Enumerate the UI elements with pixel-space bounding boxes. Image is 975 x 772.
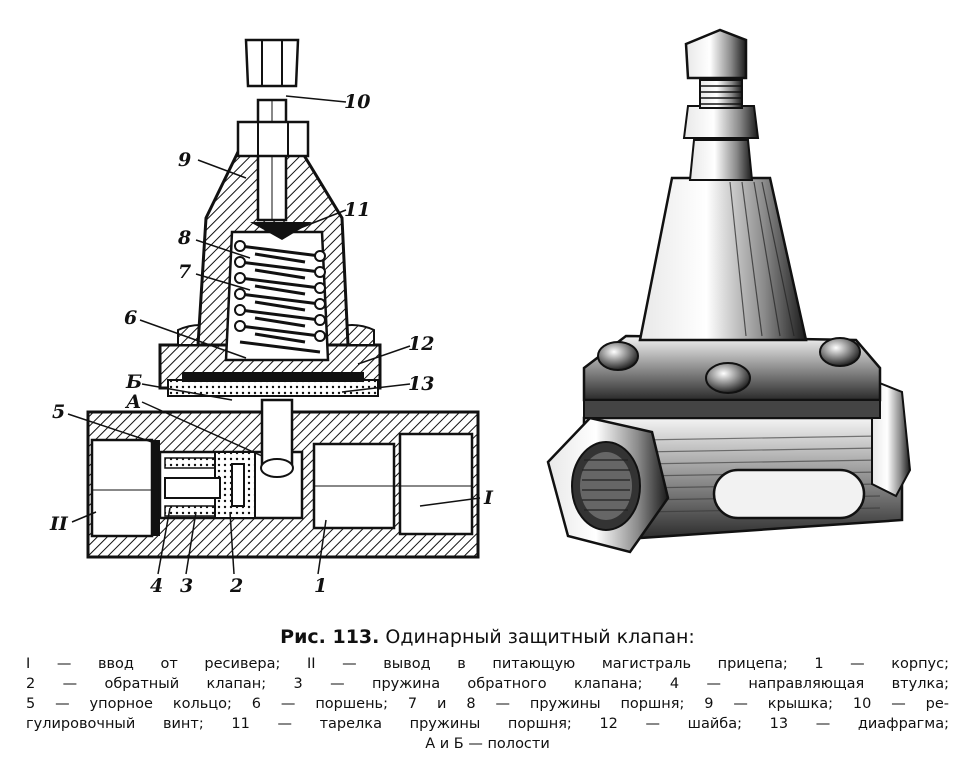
callout-12: 12 [408, 333, 434, 355]
callout-1: 1 [314, 575, 327, 597]
callout-10: 10 [344, 91, 370, 113]
cross-section [67, 38, 481, 575]
callout-6: 6 [124, 307, 137, 329]
callout-11: 11 [344, 199, 370, 221]
callout-8: 8 [177, 227, 191, 249]
legend-line: гулировочный винт; 11 — тарелка пружины … [26, 716, 949, 732]
callout-2: 2 [229, 575, 243, 597]
legend-line: 5 — упорное кольцо; 6 — поршень; 7 и 8 —… [26, 696, 949, 712]
caption-title: Одинарный защитный клапан: [379, 626, 695, 648]
callout-i: I [483, 487, 494, 509]
callout-13: 13 [408, 373, 434, 395]
figure-caption: Рис. 113. Одинарный защитный клапан: [0, 626, 975, 648]
callout-9: 9 [178, 149, 191, 171]
callout-3: 3 [180, 575, 193, 597]
callout-4: 4 [150, 575, 163, 597]
callout-5: 5 [52, 401, 65, 423]
figure-legend: I — ввод от ресивера; II — вывод в питаю… [26, 654, 949, 754]
valve-figure: 10 9 11 8 7 6 12 Б 13 А 5 II I 4 3 2 1 [49, 28, 912, 597]
callout-b: Б [125, 371, 142, 393]
legend-line: I — ввод от ресивера; II — вывод в питаю… [26, 656, 949, 672]
callout-ii: II [49, 513, 69, 535]
valve-3d-view [546, 28, 912, 554]
caption-prefix: Рис. 113. [280, 626, 380, 648]
legend-line: А и Б — полости [425, 736, 550, 752]
callout-a: А [124, 391, 141, 413]
legend-line: 2 — обратный клапан; 3 — пружина обратно… [26, 676, 949, 692]
callout-7: 7 [178, 261, 191, 283]
